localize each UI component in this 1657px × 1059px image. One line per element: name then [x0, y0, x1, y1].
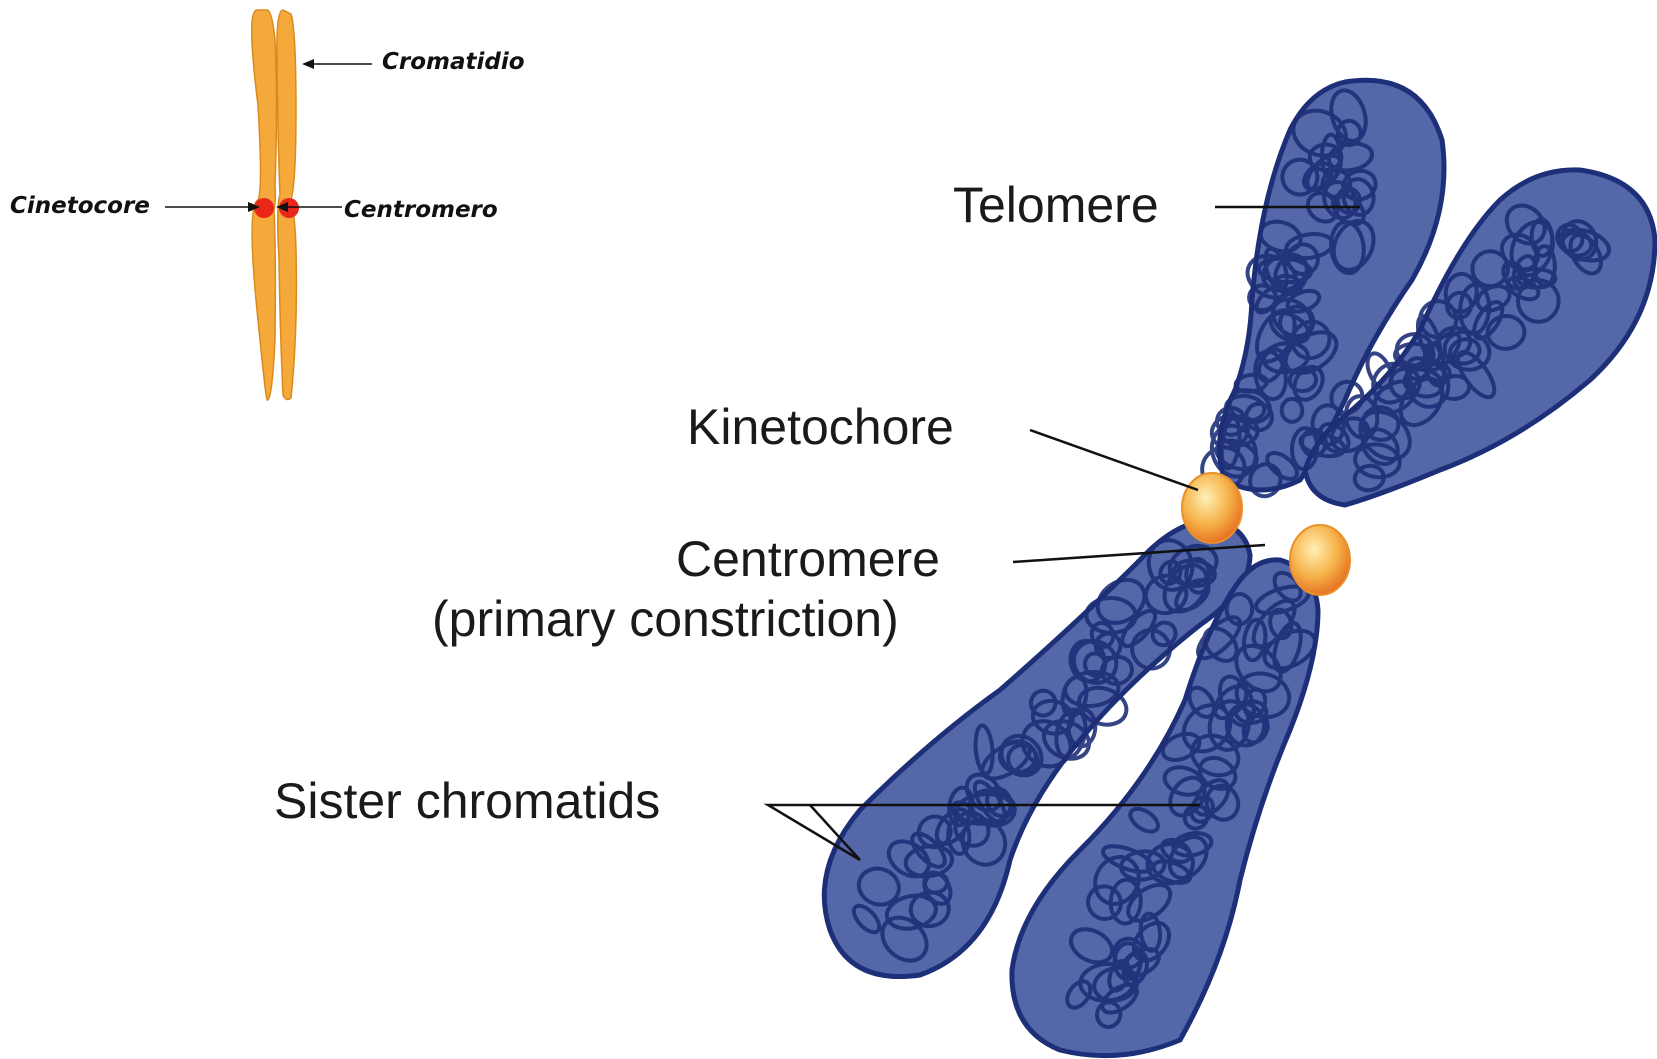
cromatidio-label: Cromatidio — [382, 49, 525, 75]
telomere-label: Telomere — [953, 177, 1159, 233]
centromere-label: Centromere — [676, 531, 940, 587]
cinetocore-label: Cinetocore — [10, 193, 150, 219]
kinetochore-left — [1182, 473, 1242, 543]
kinetochore-label: Kinetochore — [687, 399, 954, 455]
small-chromosome: Cromatidio Cinetocore Centromero — [10, 10, 525, 400]
small-kinetochore-left — [254, 198, 274, 218]
centromero-label: Centromero — [344, 197, 498, 223]
sister-chromatids-label: Sister chromatids — [274, 773, 660, 829]
small-kinetochore-right — [279, 198, 299, 218]
large-chromosome: Telomere Kinetochore Centromere (primary… — [274, 80, 1655, 1055]
centromere-sublabel: (primary constriction) — [432, 591, 899, 647]
kinetochore-leader — [1030, 430, 1198, 490]
kinetochore-right — [1290, 525, 1350, 595]
